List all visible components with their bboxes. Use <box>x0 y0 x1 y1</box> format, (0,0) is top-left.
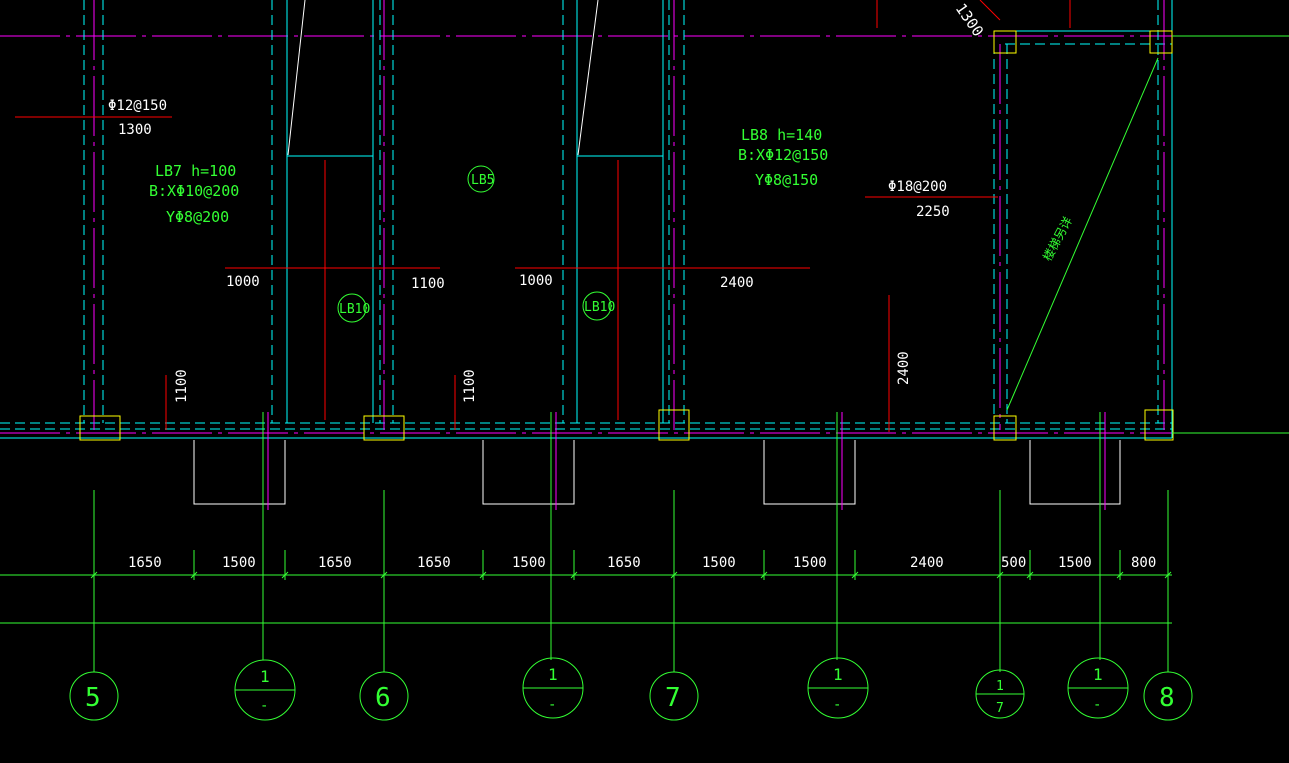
rebar-dim-vertical: 1100 <box>174 369 190 403</box>
top-dim-left: 240 <box>0 0 22 4</box>
sub-axis-lines <box>262 412 1106 660</box>
wall-lines <box>83 0 1173 438</box>
sub-axis-top: 1 <box>548 665 558 684</box>
bottom-dim: 500 <box>1001 555 1026 571</box>
bottom-dim: 1500 <box>1058 555 1092 571</box>
bottom-dim: 1500 <box>702 555 736 571</box>
stair-line <box>287 0 306 156</box>
slab-tag: LB10 <box>584 300 615 315</box>
rebar-dim: 1000 <box>519 273 553 289</box>
axis-label-7: 7 <box>665 683 681 713</box>
slab-2-name: LB8 h=140 <box>741 126 822 144</box>
sub-axis-bottom: - <box>1093 697 1101 713</box>
bottom-dim: 1650 <box>607 555 641 571</box>
sub-axis-bottom: - <box>548 697 556 713</box>
sub-axis-bottom: 7 <box>996 701 1004 716</box>
slab-2-bottom: B:XΦ12@150 <box>738 146 828 164</box>
slab-2-top: YΦ8@150 <box>755 171 818 189</box>
stair-line <box>577 0 599 156</box>
bottom-dim: 800 <box>1131 555 1156 571</box>
stair-note: 楼梯另详 <box>1039 214 1075 263</box>
sub-axis-top: 1 <box>1093 665 1103 684</box>
rebar-length-1: 1300 <box>118 122 152 138</box>
rebar-dim-vertical: 2400 <box>896 351 912 385</box>
rebar-spec-2: Φ18@200 <box>888 179 947 195</box>
sub-axis-bottom: - <box>833 697 841 713</box>
sub-axis-bottom: - <box>260 698 268 714</box>
bottom-dim: 1650 <box>128 555 162 571</box>
rebar-dim-vertical: 1100 <box>462 369 478 403</box>
axis-label-6: 6 <box>375 683 391 713</box>
rebar-dim: 1100 <box>411 276 445 292</box>
slab-tag: LB5 <box>471 173 494 188</box>
vertical-grid-lines <box>93 0 1165 430</box>
rebar-dim: 1000 <box>226 274 260 290</box>
slab-tag: LB10 <box>339 302 370 317</box>
sub-axis-top: 1 <box>833 665 843 684</box>
top-dim-slant: 1300 <box>952 0 987 40</box>
slab-1-bottom: B:XΦ10@200 <box>149 182 239 200</box>
slab-1-top: YΦ8@200 <box>166 208 229 226</box>
main-axis-lines <box>0 35 1289 672</box>
rebar-dim: 2400 <box>720 275 754 291</box>
sub-axis-top: 1 <box>996 679 1004 694</box>
rebar-lines <box>15 0 1071 432</box>
sub-axis-top: 1 <box>260 667 270 686</box>
bottom-dim: 2400 <box>910 555 944 571</box>
dim-ticks <box>90 550 1172 580</box>
columns <box>79 30 1174 441</box>
rebar-length-2: 2250 <box>916 204 950 220</box>
bottom-dimensions: 1650 1500 1650 1650 1500 1650 1500 1500 … <box>128 555 1156 571</box>
bottom-dim: 1650 <box>417 555 451 571</box>
rebar-spec-1: Φ12@150 <box>108 98 167 114</box>
bottom-dim: 1500 <box>793 555 827 571</box>
bottom-dim: 1500 <box>222 555 256 571</box>
bottom-dim: 1500 <box>512 555 546 571</box>
bottom-dim: 1650 <box>318 555 352 571</box>
foundations <box>193 440 1121 505</box>
axis-bubbles <box>69 165 1193 721</box>
axis-label-5: 5 <box>85 683 101 713</box>
slab-1-name: LB7 h=100 <box>155 162 236 180</box>
axis-label-8: 8 <box>1159 683 1175 713</box>
